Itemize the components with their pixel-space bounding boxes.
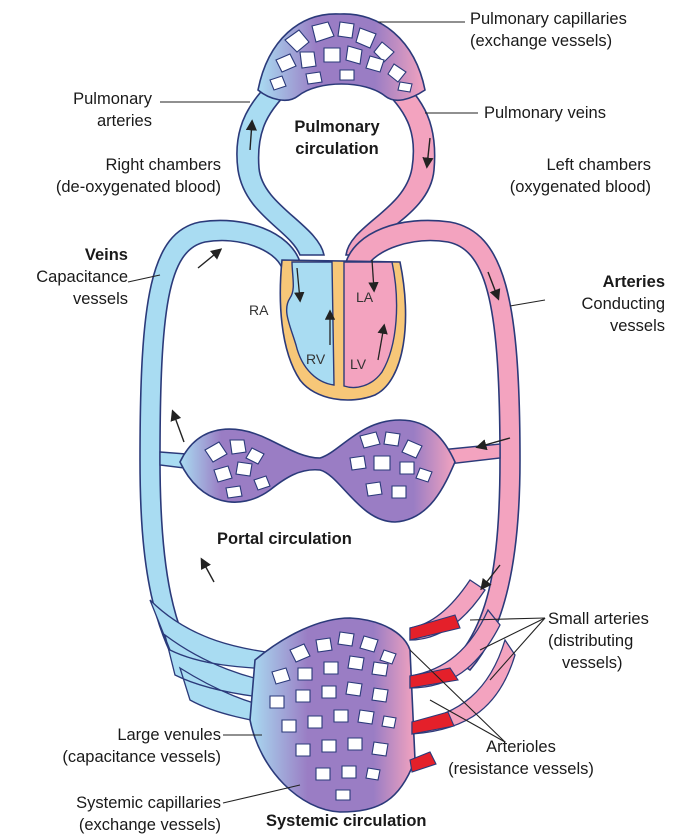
label-large-venules: Large venules (capacitance vessels) bbox=[62, 724, 221, 768]
label-ra: RA bbox=[249, 302, 268, 318]
left-chambers-sub: (oxygenated blood) bbox=[510, 176, 651, 198]
label-arteries: Arteries Conducting vessels bbox=[582, 271, 665, 337]
pulmonary-circulation-line1: Pulmonary bbox=[282, 116, 392, 138]
label-arterioles: Arterioles (resistance vessels) bbox=[436, 736, 606, 780]
small-arteries-line1: Small arteries bbox=[548, 608, 649, 630]
veins-sub-line2: vessels bbox=[36, 288, 128, 310]
label-small-arteries: Small arteries (distributing vessels) bbox=[548, 608, 649, 674]
flow-arrow-vein-up bbox=[198, 250, 220, 268]
veins-sub-line1: Capacitance bbox=[36, 266, 128, 288]
pulmonary-arteries-line2: arteries bbox=[73, 110, 152, 132]
arterioles-line1: Arterioles bbox=[436, 736, 606, 758]
pulmonary-arteries-line1: Pulmonary bbox=[73, 88, 152, 110]
label-pulmonary-circulation: Pulmonary circulation bbox=[282, 116, 392, 160]
small-arteries-line3: vessels) bbox=[548, 652, 649, 674]
label-lv: LV bbox=[350, 356, 366, 372]
left-chambers-title: Left chambers bbox=[510, 154, 651, 176]
heart bbox=[280, 260, 405, 400]
label-rv: RV bbox=[306, 351, 325, 367]
systemic-capillaries-line1: Systemic capillaries bbox=[76, 792, 221, 814]
arteries-title: Arteries bbox=[582, 271, 665, 293]
right-chambers-title: Right chambers bbox=[56, 154, 221, 176]
portal-circulation-text: Portal circulation bbox=[217, 528, 352, 550]
label-la: LA bbox=[356, 289, 373, 305]
pulmonary-circulation-line2: circulation bbox=[282, 138, 392, 160]
label-veins: Veins Capacitance vessels bbox=[36, 244, 128, 310]
arteries-sub-line2: vessels bbox=[582, 315, 665, 337]
label-pulmonary-capillaries: Pulmonary capillaries (exchange vessels) bbox=[470, 8, 627, 52]
pulmonary-veins-text: Pulmonary veins bbox=[484, 102, 606, 124]
systemic-circulation-text: Systemic circulation bbox=[266, 810, 426, 832]
systemic-capillary-bed bbox=[250, 618, 415, 812]
portal-circulation bbox=[160, 420, 500, 522]
flow-arrow-vein-low bbox=[202, 560, 214, 582]
small-arteries-line2: (distributing bbox=[548, 630, 649, 652]
arterioles-line2: (resistance vessels) bbox=[436, 758, 606, 780]
label-pulmonary-veins: Pulmonary veins bbox=[484, 102, 606, 124]
flow-arrow-vein-mid bbox=[173, 412, 184, 442]
label-pulmonary-arteries: Pulmonary arteries bbox=[73, 88, 152, 132]
large-venules-line2: (capacitance vessels) bbox=[62, 746, 221, 768]
large-venules-line1: Large venules bbox=[62, 724, 221, 746]
pulmonary-capillaries-title: Pulmonary capillaries bbox=[470, 8, 627, 30]
pulmonary-capillaries-sub: (exchange vessels) bbox=[470, 30, 627, 52]
label-systemic-capillaries: Systemic capillaries (exchange vessels) bbox=[76, 792, 221, 836]
label-systemic-circulation: Systemic circulation bbox=[266, 810, 426, 832]
label-left-chambers: Left chambers (oxygenated blood) bbox=[510, 154, 651, 198]
label-right-chambers: Right chambers (de-oxygenated blood) bbox=[56, 154, 221, 198]
veins-title: Veins bbox=[36, 244, 128, 266]
label-portal-circulation: Portal circulation bbox=[217, 528, 352, 550]
arteries-sub-line1: Conducting bbox=[582, 293, 665, 315]
right-chambers-sub: (de-oxygenated blood) bbox=[56, 176, 221, 198]
